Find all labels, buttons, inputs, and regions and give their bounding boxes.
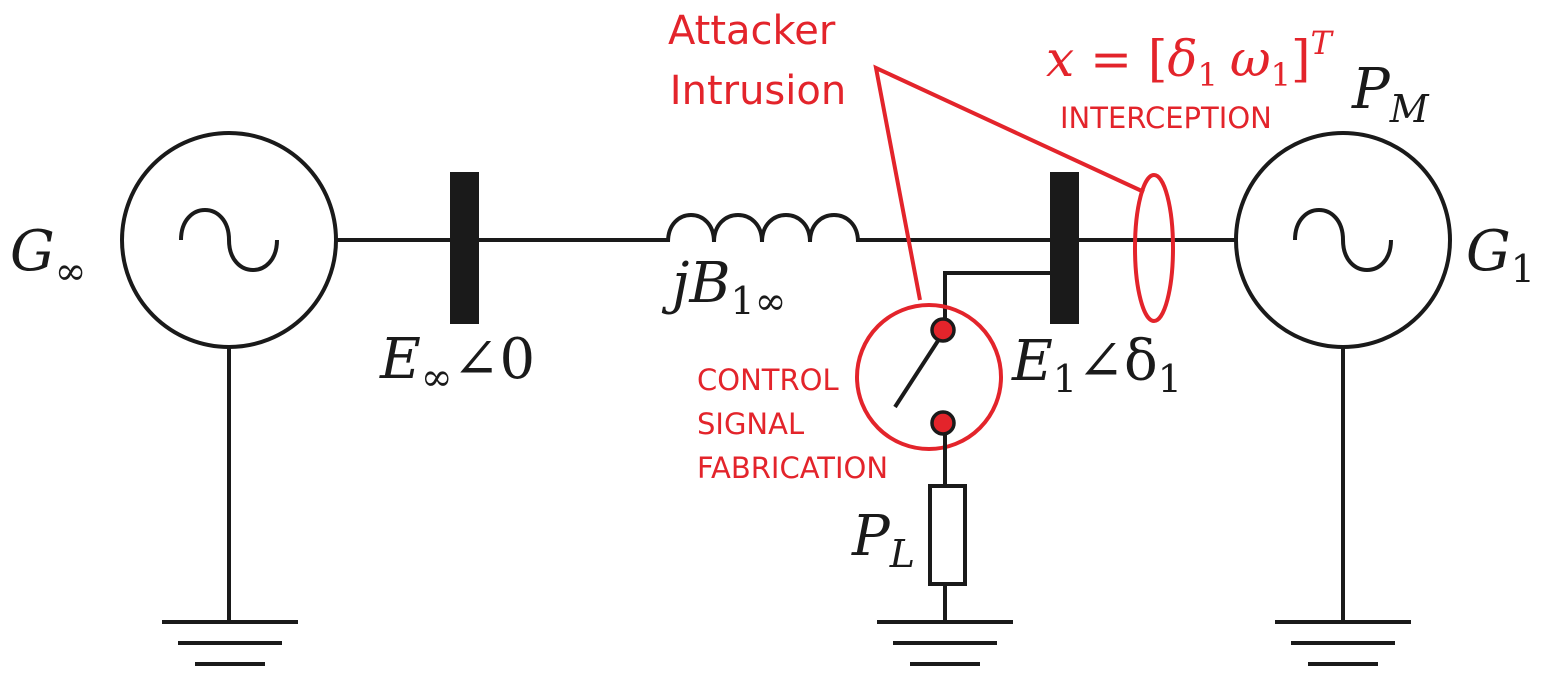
inductor-icon bbox=[666, 213, 860, 243]
interception-ellipse bbox=[1133, 173, 1175, 323]
line-reactance-label: jB1∞ bbox=[661, 251, 786, 323]
generator-left-label: G∞ bbox=[10, 219, 86, 293]
generator-one bbox=[1234, 131, 1452, 349]
ground-icon bbox=[1275, 620, 1411, 666]
control-signal-fabrication-label: CONTROL SIGNAL FABRICATION bbox=[697, 363, 888, 485]
attacker-intrusion-pointer bbox=[873, 64, 1145, 301]
ground-icon bbox=[162, 620, 298, 666]
load-label: PL bbox=[851, 504, 915, 576]
bus-right-bar bbox=[1050, 172, 1079, 324]
bus-left-bar bbox=[450, 172, 479, 324]
interception-label: INTERCEPTION bbox=[1060, 101, 1272, 135]
switch-icon bbox=[855, 303, 1003, 451]
load-tap-wire bbox=[943, 271, 1050, 330]
bus-left-voltage-label: E∞∠0 bbox=[379, 327, 535, 399]
mechanical-power-label: PM bbox=[1351, 57, 1430, 131]
generator-infinite-bus bbox=[120, 131, 338, 349]
generator-right-label: G1 bbox=[1466, 219, 1535, 291]
ac-source-icon bbox=[1293, 208, 1393, 272]
resistor-icon bbox=[928, 484, 967, 586]
attacker-intrusion-label: Attacker Intrusion bbox=[668, 8, 848, 114]
ground-icon bbox=[877, 620, 1013, 666]
bus-right-voltage-label: E1∠δ1 bbox=[1011, 329, 1182, 401]
ac-source-icon bbox=[179, 208, 279, 272]
